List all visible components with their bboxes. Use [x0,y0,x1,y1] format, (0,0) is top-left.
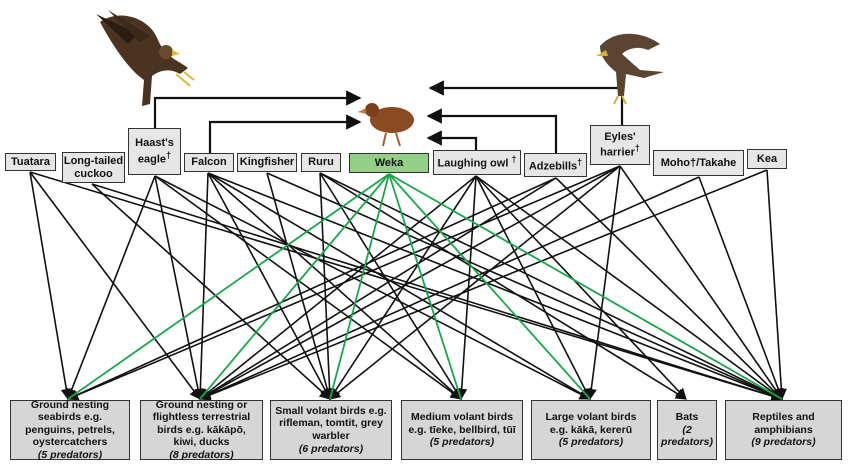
edge-weka-rep [388,173,783,400]
edge-haast-gnf [154,175,204,401]
edge-ruru-rep [319,172,784,400]
node-kea: Kea [747,149,787,169]
prey-ground-nesting-flightless: Ground nesting or flightless terrestrial… [140,399,263,461]
edge-ruru-mvb [319,172,462,400]
prey-ground-nesting-seabirds: Ground nesting seabirds e.g. penguins, p… [10,399,130,461]
arrow-adzebills-weka [426,108,558,153]
node-laughing-owl: Laughing owl † [433,150,521,175]
arrow-harrier-weka [428,80,624,125]
edge-kea-rep [766,169,787,401]
edge-kea-gnf [198,169,768,401]
edge-kingfisher-svb [266,172,333,401]
node-ruru: Ruru [301,153,341,172]
edge-tuatara-gnf [29,171,201,400]
edge-moho-gnf [198,176,700,401]
eagle-illustration [96,10,195,107]
node-cuckoo: Long-tailed cuckoo [62,152,125,183]
prey-reptiles-amphibians: Reptiles and amphibians(9 predators) [725,400,842,460]
node-haast: Haast's eagle† [128,128,181,175]
edge-haast-gns [66,175,156,401]
node-adzebills: Adzebills† [524,153,587,177]
edge-harrier-gns [66,165,621,401]
edge-weka-gnf [199,173,390,400]
edge-weka-lvb [388,173,591,400]
node-weka: Weka [349,153,429,173]
edge-kingfisher-rep [266,172,784,401]
node-moho-takahe: Moho†/Takahe [653,150,744,176]
edge-owl-lvb [475,175,591,400]
node-falcon: Falcon [184,153,234,172]
edge-adzebills-gns [66,177,557,400]
arrow-haast-weka [153,90,362,128]
edge-adzebills-rep [555,177,783,400]
edge-falcon-lvb [207,172,591,400]
edge-harrier-rep [619,165,783,400]
prey-bats: Bats(2 predators) [657,400,717,460]
edge-haast-lvb [154,175,591,400]
node-kingfisher: Kingfisher [237,153,297,172]
prey-small-volant-birds: Small volant birds e.g. rifleman, tomtit… [270,400,392,460]
edge-weka-gns [67,173,390,400]
edge-harrier-svb [329,165,621,400]
edge-falcon-gnf [194,172,209,401]
harrier-illustration [596,33,664,105]
edge-harrier-gnf [199,165,621,400]
arrow-owl-weka [426,130,478,150]
edge-cuckoo-rep [91,183,784,402]
node-tuatara: Tuatara [5,153,56,171]
edge-ruru-svb [319,172,336,401]
edge-owl-bats [475,175,687,400]
edge-adzebills-gnf [199,177,557,400]
edge-falcon-svb [207,172,331,400]
edge-weka-svb [329,173,390,400]
edge-owl-gnf [199,175,477,400]
edge-falcon-rep [207,172,784,401]
edge-moho-rep [698,176,784,401]
edge-ruru-bats [319,172,687,400]
edge-weka-mvb [388,173,462,400]
edge-tuatara-gns [29,171,72,401]
edge-owl-rep [475,175,783,400]
edge-owl-svb [329,175,477,400]
prey-medium-volant-birds: Medium volant birds e.g. tīeke, bellbird… [401,400,523,460]
edge-harrier-lvb [585,165,621,401]
weka-illustration [358,103,414,147]
node-eyles-harrier: Eyles' harrier† [590,125,650,165]
arrow-falcon-weka [208,114,362,153]
prey-large-volant-birds: Large volant birds e.g. kākā, kererū(5 p… [531,400,651,460]
